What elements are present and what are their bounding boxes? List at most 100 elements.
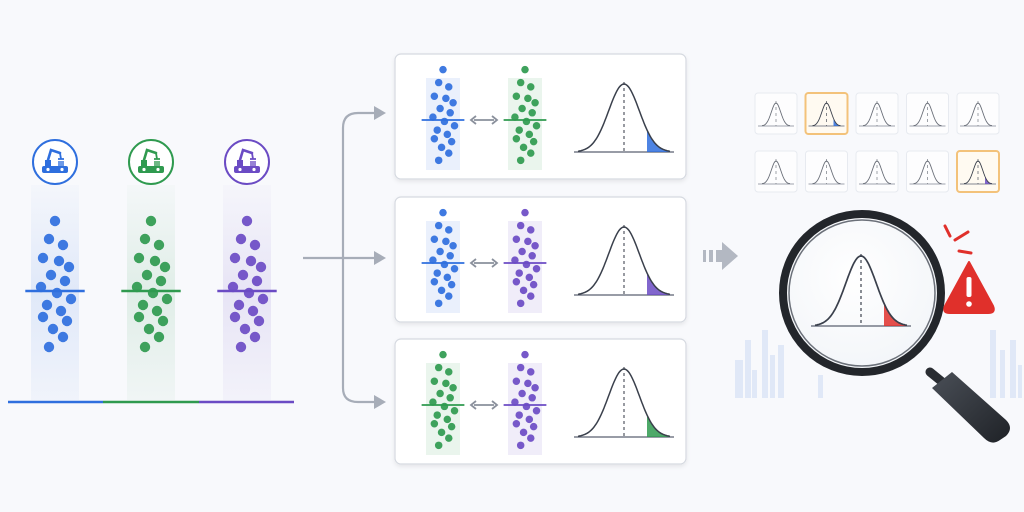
data-dot bbox=[440, 260, 449, 269]
data-dot bbox=[528, 109, 536, 117]
data-dot bbox=[512, 235, 521, 243]
magnifier-lens bbox=[783, 214, 941, 372]
data-dot bbox=[445, 149, 453, 157]
data-dot bbox=[430, 419, 439, 428]
bar bbox=[1000, 350, 1005, 398]
mini-bell-curve bbox=[808, 159, 845, 185]
data-dot bbox=[529, 137, 538, 146]
mini-bell-curve bbox=[909, 159, 946, 185]
arrow-left-head bbox=[469, 115, 477, 125]
arrowhead bbox=[722, 242, 738, 270]
process-groups bbox=[8, 139, 294, 404]
dot-cluster-blue bbox=[421, 208, 465, 308]
grid-cell bbox=[855, 150, 899, 193]
arm bbox=[142, 148, 158, 162]
arm bbox=[46, 148, 62, 162]
data-dot bbox=[443, 130, 452, 139]
data-dot bbox=[447, 422, 456, 431]
double-arrow-icon bbox=[469, 258, 499, 268]
flow-arrow bbox=[703, 242, 738, 270]
magnifier-handle bbox=[932, 372, 1010, 443]
data-dot bbox=[516, 78, 525, 87]
data-dot bbox=[516, 299, 525, 308]
comparison-panels bbox=[394, 53, 687, 465]
data-dot bbox=[57, 239, 69, 251]
data-dot bbox=[434, 221, 443, 230]
dot-cluster-purple bbox=[503, 350, 547, 450]
data-dot bbox=[516, 441, 525, 450]
data-dot bbox=[531, 98, 539, 107]
grid-cell bbox=[906, 150, 949, 193]
grid-cell bbox=[956, 92, 1000, 135]
data-dot bbox=[57, 331, 69, 343]
conveyor bbox=[138, 166, 164, 173]
data-dot bbox=[429, 256, 437, 264]
arm bbox=[238, 148, 254, 162]
robot-arm-conveyor-icon bbox=[128, 139, 174, 185]
data-dot bbox=[37, 252, 49, 264]
data-dot bbox=[233, 299, 245, 311]
data-dot bbox=[430, 377, 439, 385]
data-dot bbox=[153, 331, 165, 343]
comparison-panel-3 bbox=[394, 338, 687, 465]
icon-ring bbox=[32, 139, 78, 185]
exclamation-dot bbox=[966, 301, 972, 307]
data-dot bbox=[243, 287, 255, 299]
data-dot bbox=[430, 134, 439, 143]
grid-cell bbox=[804, 92, 849, 135]
bell-curve bbox=[574, 367, 674, 438]
mini-bell-curve bbox=[758, 159, 794, 185]
data-dot bbox=[445, 368, 453, 376]
data-dot bbox=[153, 239, 165, 251]
data-dot bbox=[149, 255, 161, 267]
icon-ring bbox=[224, 139, 270, 185]
data-dot bbox=[253, 315, 265, 327]
mini-bell-curve bbox=[909, 101, 946, 127]
dot-cluster-green bbox=[503, 65, 547, 165]
data-dot bbox=[433, 411, 441, 419]
data-dot bbox=[249, 239, 261, 251]
distribution-grid bbox=[754, 92, 1000, 193]
data-dot bbox=[139, 233, 151, 245]
conveyor-wheel bbox=[60, 167, 64, 172]
data-dot bbox=[434, 156, 443, 165]
panel-card bbox=[394, 338, 687, 465]
gripper bbox=[58, 152, 64, 160]
data-dot bbox=[527, 149, 535, 157]
data-dot bbox=[445, 434, 453, 442]
tail-area bbox=[647, 414, 670, 437]
arrow-left-head bbox=[469, 400, 477, 410]
data-dot bbox=[433, 269, 441, 277]
bar bbox=[818, 375, 823, 398]
data-dot bbox=[439, 208, 447, 217]
data-dot bbox=[143, 323, 155, 335]
alert-mark bbox=[943, 224, 952, 238]
grid-cell bbox=[956, 150, 1000, 193]
comparison-panel-1 bbox=[394, 53, 687, 180]
data-dot bbox=[519, 428, 528, 437]
data-dot bbox=[531, 241, 539, 250]
data-dot bbox=[55, 305, 67, 317]
double-arrow-icon bbox=[469, 115, 499, 125]
data-dot bbox=[512, 92, 521, 100]
data-dot bbox=[47, 323, 59, 335]
data-dot bbox=[515, 269, 523, 277]
box bbox=[250, 161, 256, 166]
data-dot bbox=[445, 226, 453, 234]
data-dot bbox=[147, 287, 159, 299]
data-dot bbox=[239, 323, 251, 335]
process-group-green bbox=[121, 139, 181, 400]
arm-base bbox=[141, 160, 147, 166]
data-dot bbox=[516, 221, 525, 230]
data-dot bbox=[251, 275, 263, 287]
data-dot bbox=[141, 269, 153, 281]
data-dot bbox=[131, 281, 143, 293]
conveyor bbox=[42, 166, 68, 173]
data-dot bbox=[527, 83, 535, 91]
data-dot bbox=[440, 117, 449, 126]
dot-cluster-blue bbox=[421, 65, 465, 165]
data-dot bbox=[525, 130, 534, 139]
dash bbox=[709, 250, 713, 262]
alert-mark bbox=[957, 249, 973, 255]
